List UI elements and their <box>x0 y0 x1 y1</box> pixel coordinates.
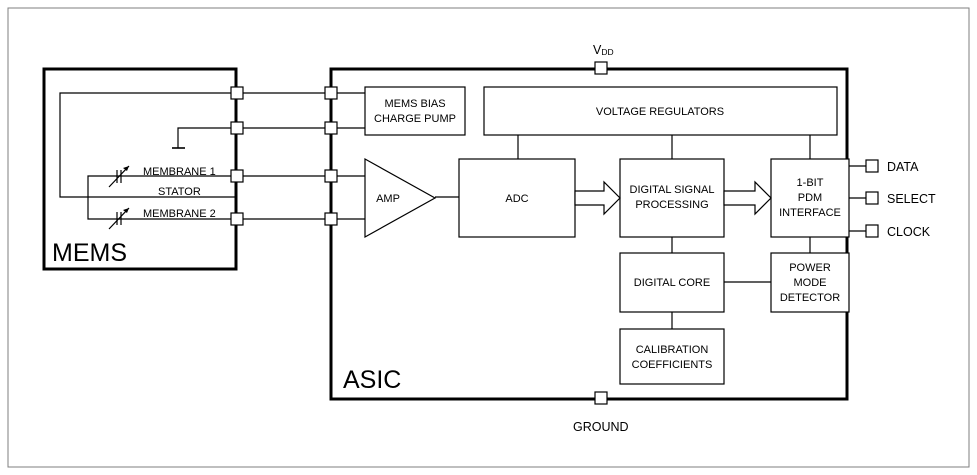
vdd-label: VDD <box>593 43 614 57</box>
bias-line2: CHARGE PUMP <box>374 113 456 125</box>
pdm-line1: 1-BIT <box>797 177 824 189</box>
amp-triangle <box>364 157 437 239</box>
mems-title: MEMS <box>52 239 127 267</box>
dsp-block <box>619 158 725 238</box>
asic-title: ASIC <box>343 366 401 394</box>
asic-wires <box>331 92 866 329</box>
membrane2-label: MEMBRANE 2 <box>143 208 216 220</box>
dsp-line2: PROCESSING <box>635 199 708 211</box>
ground-label: GROUND <box>573 420 629 434</box>
clock-pin-label: CLOCK <box>887 225 931 239</box>
interconnect-wires <box>59 92 331 230</box>
voltage-regulators-block <box>483 86 838 136</box>
mems-block <box>42 67 238 271</box>
calibration-line2: COEFFICIENTS <box>632 359 713 371</box>
amp-label: AMP <box>376 193 400 205</box>
stator-label: STATOR <box>158 186 201 198</box>
power-line1: POWER <box>789 262 831 274</box>
calibration-line1: CALIBRATION <box>636 344 709 356</box>
power-line2: MODE <box>794 277 827 289</box>
digital-core-block <box>619 252 725 313</box>
mems-bias-charge-pump-block <box>364 86 466 136</box>
pdm-interface-block <box>770 158 850 238</box>
pdm-line2: PDM <box>798 192 822 204</box>
adc-to-dsp-arrow <box>574 180 621 216</box>
dsp-to-pdm-arrow <box>723 180 772 216</box>
adc-label: ADC <box>505 193 528 205</box>
membrane1-label: MEMBRANE 1 <box>143 166 216 178</box>
power-line3: DETECTOR <box>780 292 840 304</box>
select-pin-label: SELECT <box>887 192 936 206</box>
digital-core-label: DIGITAL CORE <box>634 277 710 289</box>
bias-line1: MEMS BIAS <box>384 98 445 110</box>
adc-block <box>458 158 576 238</box>
dsp-line1: DIGITAL SIGNAL <box>630 184 715 196</box>
pads <box>230 61 879 405</box>
power-mode-detector-block <box>770 252 850 313</box>
pdm-line3: INTERFACE <box>779 207 841 219</box>
calibration-coefficients-block <box>619 328 725 385</box>
regulators-label: VOLTAGE REGULATORS <box>596 106 724 118</box>
data-pin-label: DATA <box>887 160 919 174</box>
